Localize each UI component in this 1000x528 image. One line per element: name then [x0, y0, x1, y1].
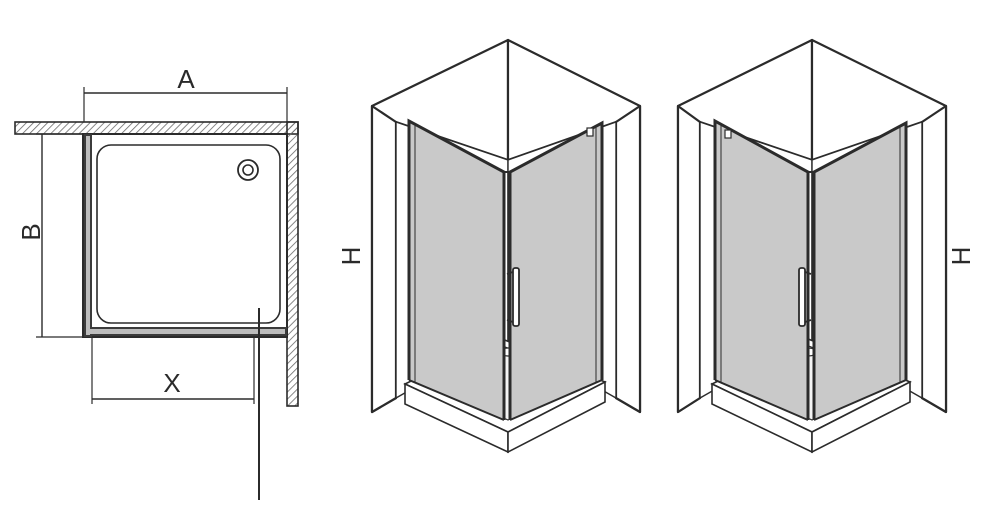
dimension-label-a: A	[177, 64, 195, 94]
door-handle	[512, 267, 520, 327]
glass-panel-front-right	[814, 123, 906, 420]
shower-tray-basin	[96, 144, 281, 324]
enclosure-view-left: H	[336, 38, 642, 454]
enclosure-view-right: H	[676, 38, 976, 454]
door-handle-right-view	[798, 267, 806, 327]
plan-view: A B X	[14, 64, 299, 500]
glass-door-front-left	[715, 121, 808, 420]
height-label-right: H	[946, 247, 976, 266]
dimension-label-b: B	[16, 223, 46, 240]
glass-door-front-right	[510, 123, 602, 420]
height-label-left: H	[336, 247, 366, 266]
top-wall	[14, 121, 299, 135]
right-wall	[286, 121, 299, 407]
dimension-label-x: X	[163, 368, 180, 398]
glass-panel-front-left	[409, 121, 504, 420]
